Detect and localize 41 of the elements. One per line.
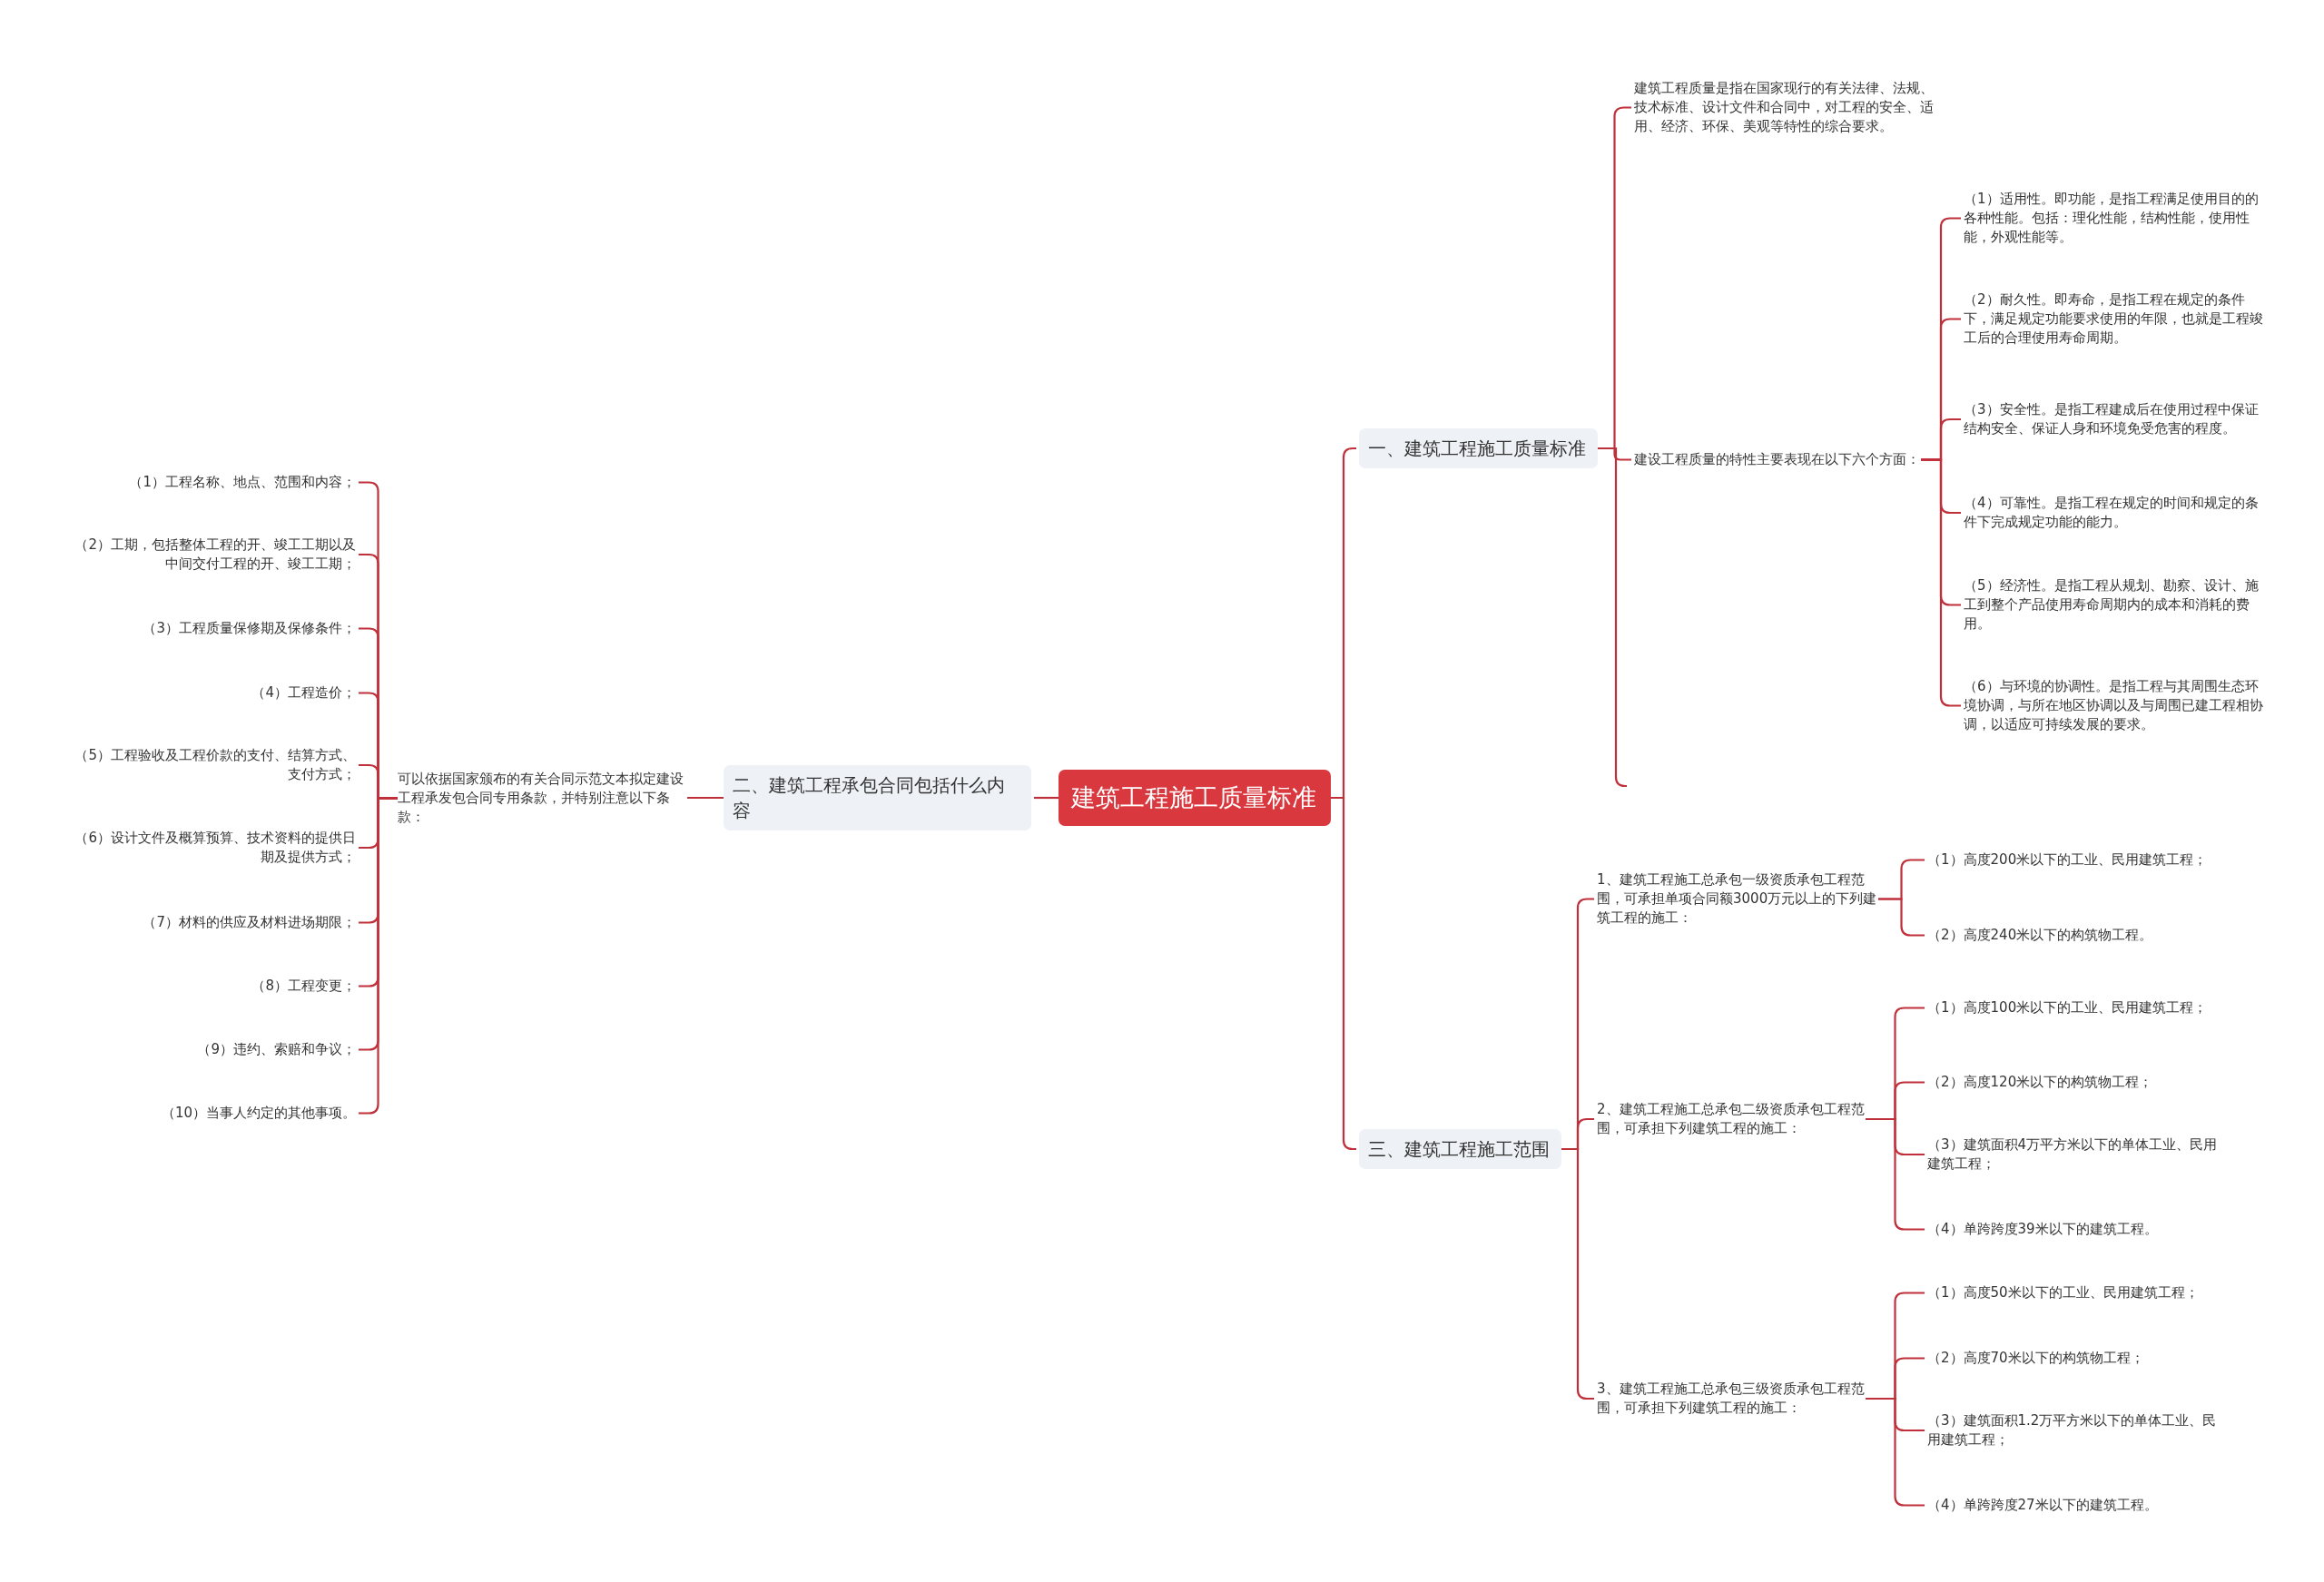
topic-text: 3、建筑工程施工总承包三级资质承包工程范围，可承担下列建筑工程的施工： [1597,1380,1866,1418]
topic-text: 1、建筑工程施工总承包一级资质承包工程范围，可承担单项合同额3000万元以上的下列建筑工程的施工： [1597,870,1878,928]
topic-box: 一、建筑工程施工质量标准 [1359,428,1598,468]
topic-text: （2）高度240米以下的构筑物工程。 [1927,925,2154,945]
topic-text: 建筑工程质量是指在国家现行的有关法律、法规、技术标准、设计文件和合同中，对工程的安全、适用、经济、环保、美观等特性的综合要求。 [1634,78,1934,136]
topic-text: 2、建筑工程施工总承包二级资质承包工程范围，可承担下列建筑工程的施工： [1597,1100,1866,1138]
topic-text: （2）高度70米以下的构筑物工程； [1927,1348,2145,1368]
topic-text: （7）材料的供应及材料进场期限； [142,912,356,932]
topic-text: 可以依据国家颁布的有关合同示范文本拟定建设工程承发包合同专用条款，并特别注意以下条款： [398,769,684,827]
connector-line [1034,796,1059,800]
topic-text: （4）单跨跨度27米以下的建筑工程。 [1927,1495,2159,1515]
topic-text: （5）工程验收及工程价款的支付、结算方式、支付方式； [74,746,356,784]
topic-text: （1）高度200米以下的工业、民用建筑工程； [1927,850,2209,870]
connector-line [1878,898,1925,937]
topic-text: （1）高度50米以下的工业、民用建筑工程； [1927,1282,2200,1302]
topic-box: 二、建筑工程承包合同包括什么内容 [724,765,1031,830]
central-topic-box: 建筑工程施工质量标准 [1059,770,1331,826]
topic-text: （1）适用性。即功能，是指工程满足使用目的的各种性能。包括：理化性能，结构性能，使用性能，外观性能等。 [1964,189,2260,247]
topic-text: （3）工程质量保修期及保修条件； [142,618,356,638]
topic-text: （1）高度100米以下的工业、民用建筑工程； [1927,997,2209,1017]
topic-text: （4）可靠性。是指工程在规定的时间和规定的条件下完成规定功能的能力。 [1964,494,2260,532]
topic-text: （4）工程造价； [251,683,356,703]
topic-text: （3）建筑面积1.2万平方米以下的单体工业、民用建筑工程； [1927,1411,2218,1449]
connector-line [1598,447,1628,788]
topic-text: （3）建筑面积4万平方米以下的单体工业、民用建筑工程； [1927,1135,2219,1174]
topic-text: （10）当事人约定的其他事项。 [160,1103,356,1123]
topic-text: （2）工期，包括整体工程的开、竣工工期以及中间交付工程的开、竣工工期； [74,536,356,574]
topic-text: （6）与环境的协调性。是指工程与其周围生态环境协调，与所在地区协调以及与周围已建工程相协调，以适应可持续发展的要求。 [1964,676,2263,734]
topic-text: （2）高度120米以下的构筑物工程； [1927,1072,2154,1092]
topic-text: （1）工程名称、地点、范围和内容； [128,472,356,492]
topic-text: （9）违约、索赔和争议； [196,1039,356,1059]
topic-text: （3）安全性。是指工程建成后在使用过程中保证结构安全、保证人身和环境免受危害的程度。 [1964,400,2260,438]
topic-text: （4）单跨跨度39米以下的建筑工程。 [1927,1219,2159,1239]
connector-line [1331,796,1356,1151]
topic-box: 三、建筑工程施工范围 [1359,1129,1561,1169]
topic-text: （6）设计文件及概算预算、技术资料的提供日期及提供方式； [74,829,356,867]
topic-text: （5）经济性。是指工程从规划、勘察、设计、施工到整个产品使用寿命周期内的成本和消耗的费用。 [1964,575,2260,634]
connector-line [687,796,724,800]
topic-text: （2）耐久性。即寿命，是指工程在规定的条件下，满足规定功能要求使用的年限，也就是工程竣工后的合理使用寿命周期。 [1964,290,2263,348]
topic-text: 建设工程质量的特性主要表现在以下六个方面： [1634,449,1921,469]
topic-text: （8）工程变更； [251,976,356,996]
